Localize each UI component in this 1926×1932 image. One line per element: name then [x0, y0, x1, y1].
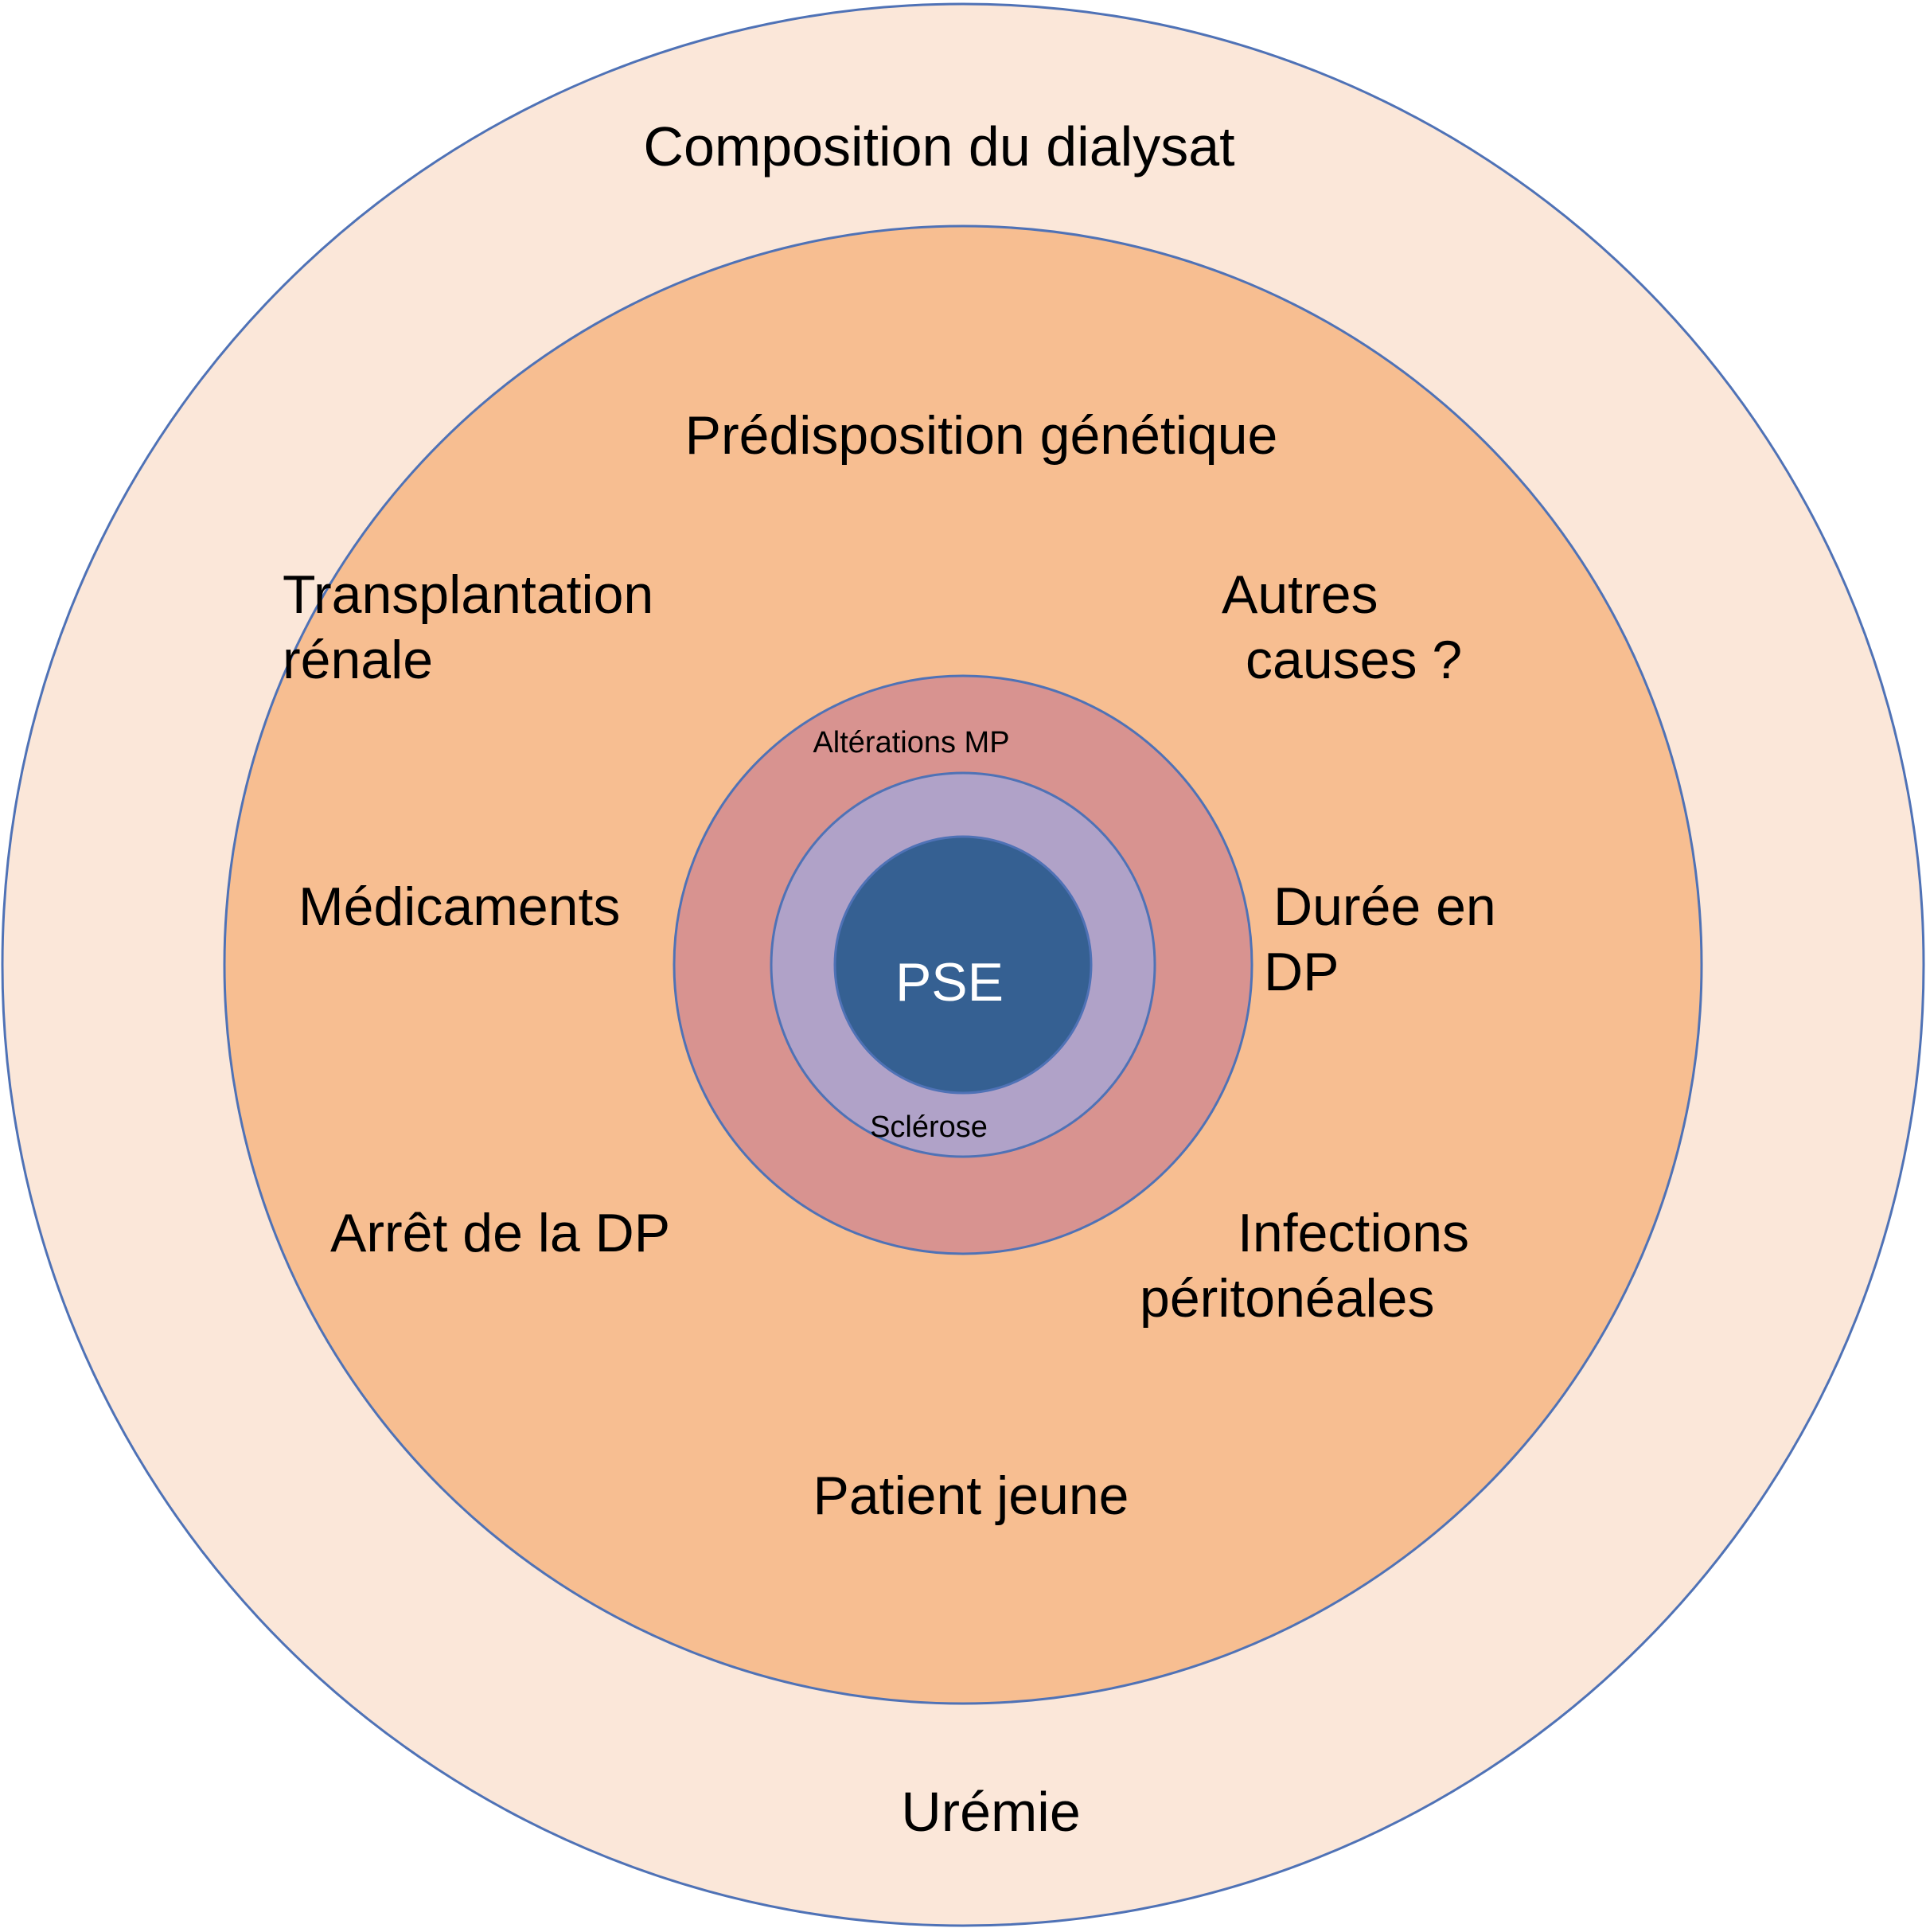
label-transplantation: Transplantation: [283, 564, 653, 625]
label-alterations-mp: Altérations MP: [813, 726, 1009, 759]
label-uremie: Urémie: [901, 1781, 1081, 1843]
label-causes: causes ?: [1246, 630, 1462, 690]
label-composition-dialysat: Composition du dialysat: [643, 115, 1234, 178]
label-patient-jeune: Patient jeune: [813, 1466, 1129, 1526]
label-dp: DP: [1264, 942, 1339, 1002]
label-infections: Infections: [1238, 1203, 1469, 1263]
label-duree-en: Durée en: [1273, 876, 1496, 937]
core-circle: [833, 835, 1093, 1095]
label-autres: Autres: [1222, 564, 1378, 625]
label-medicaments: Médicaments: [298, 876, 620, 937]
label-arret-dp: Arrêt de la DP: [330, 1203, 670, 1263]
label-renale: rénale: [283, 630, 433, 690]
label-peritoneales: péritonéales: [1140, 1268, 1434, 1329]
label-pse: PSE: [895, 952, 1004, 1013]
label-predisposition-genetique: Prédisposition génétique: [685, 405, 1278, 466]
label-sclerose: Sclérose: [870, 1110, 988, 1144]
